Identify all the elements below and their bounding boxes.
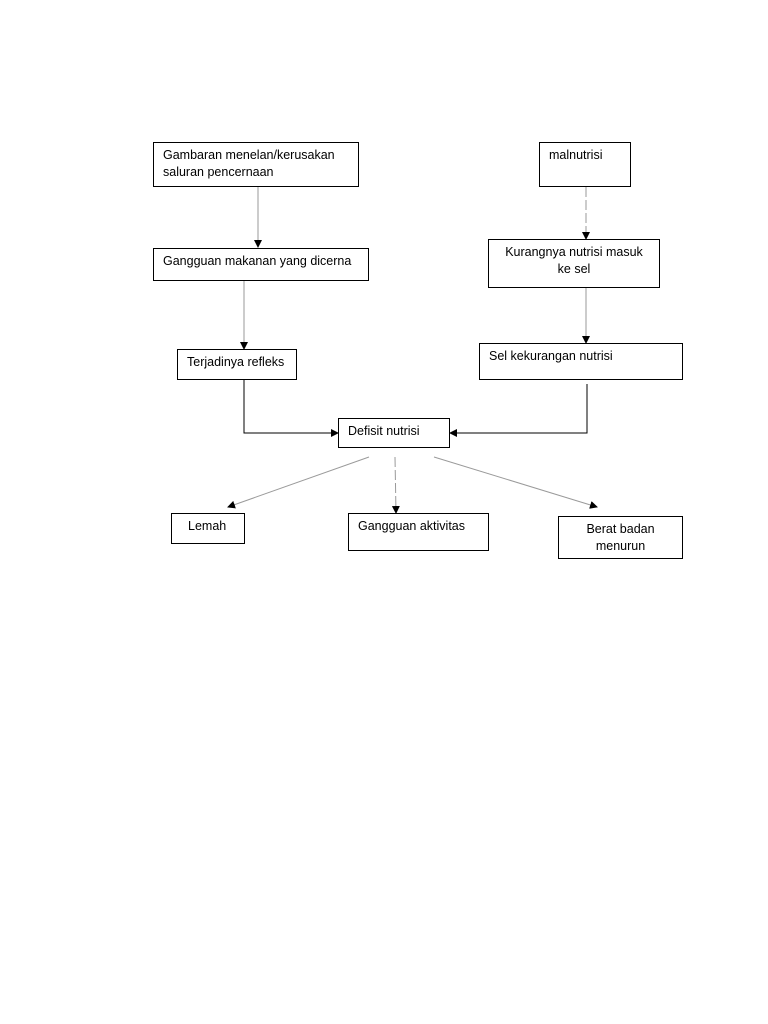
- node-gangguan-makanan: Gangguan makanan yang dicerna: [153, 248, 369, 281]
- node-gangguan-aktivitas: Gangguan aktivitas: [348, 513, 489, 551]
- node-gambaran-menelan: Gambaran menelan/kerusakan saluran pence…: [153, 142, 359, 187]
- node-berat-badan-menurun: Berat badan menurun: [558, 516, 683, 559]
- node-sel-kekurangan-nutrisi: Sel kekurangan nutrisi: [479, 343, 683, 380]
- arrow-defisit-nutrisi-to-lemah: [227, 456, 370, 509]
- arrow-sel-kekurangan-to-defisit-nutrisi: [449, 384, 588, 437]
- arrow-terjadinya-refleks-to-defisit-nutrisi: [243, 380, 339, 437]
- node-terjadinya-refleks: Terjadinya refleks: [177, 349, 297, 380]
- node-malnutrisi: malnutrisi: [539, 142, 631, 187]
- node-lemah: Lemah: [171, 513, 245, 544]
- node-defisit-nutrisi: Defisit nutrisi: [338, 418, 450, 448]
- arrow-defisit-nutrisi-to-berat-badan: [433, 456, 598, 509]
- node-kurangnya-nutrisi: Kurangnya nutrisi masuk ke sel: [488, 239, 660, 288]
- arrow-defisit-nutrisi-to-gangguan-aktivitas: [391, 456, 400, 514]
